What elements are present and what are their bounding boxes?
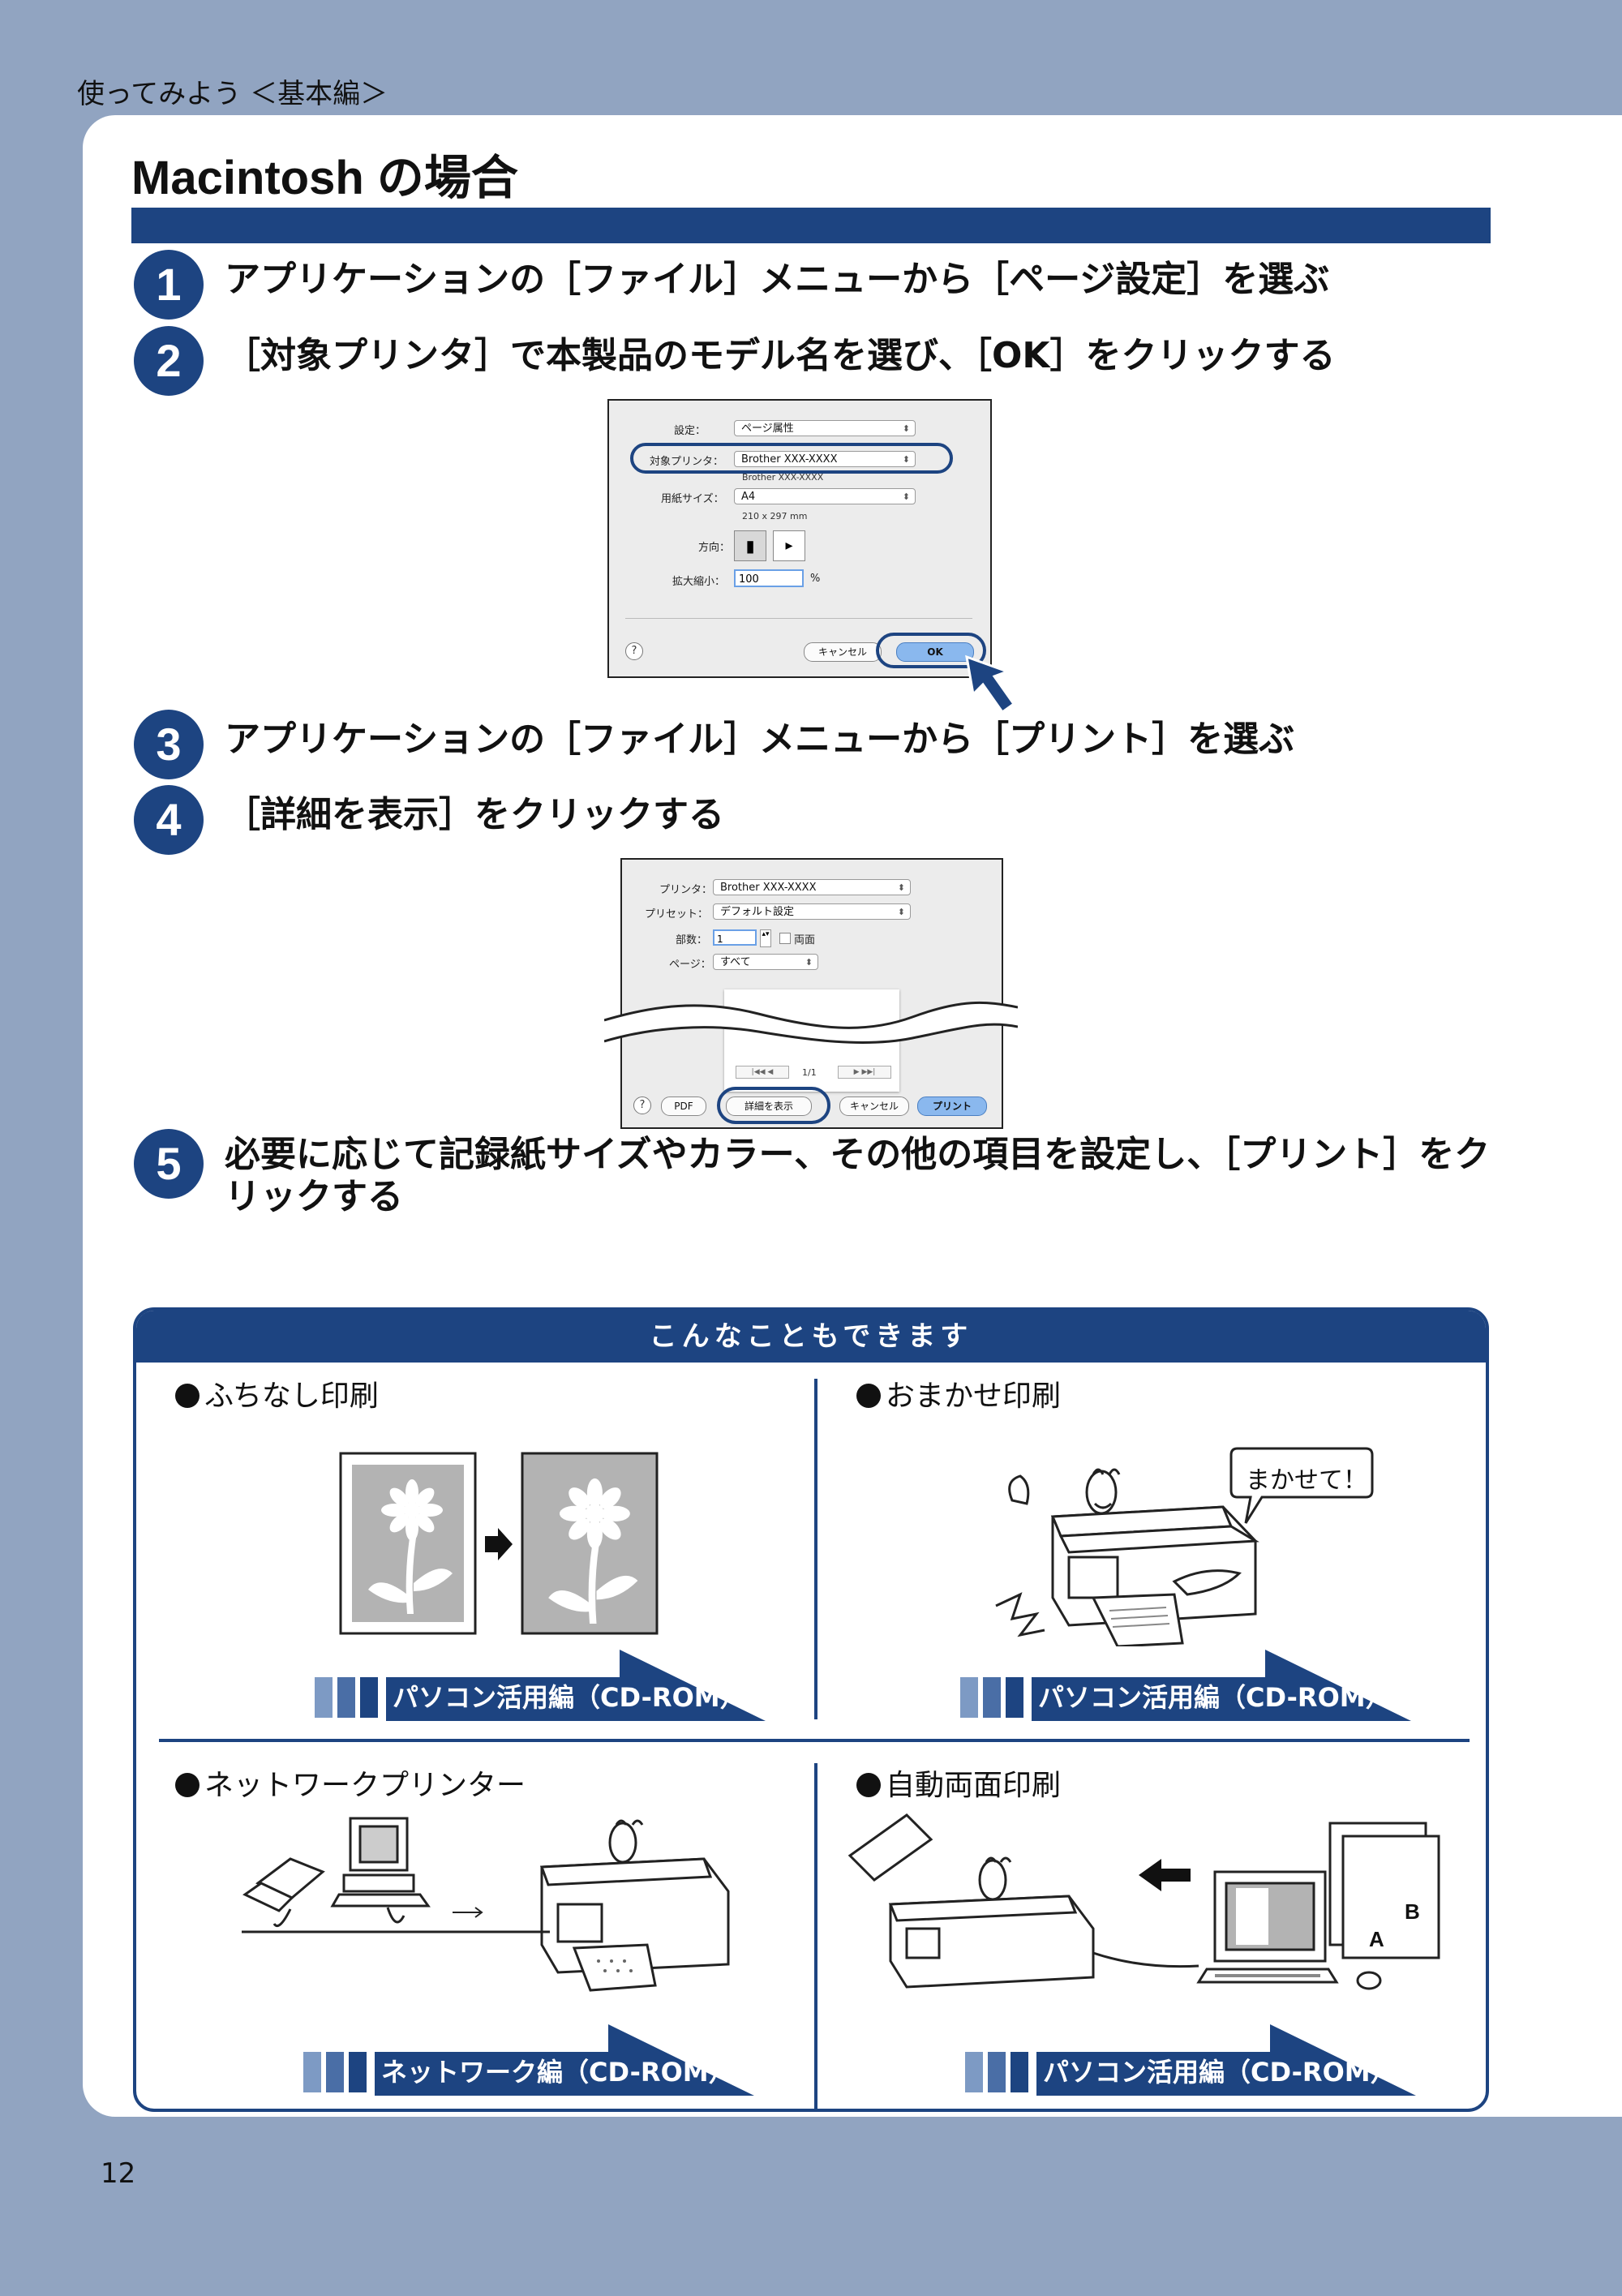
step-number: 4 <box>134 785 204 855</box>
duplex-label: 両面 <box>794 934 816 946</box>
cancel-button[interactable]: キャンセル <box>839 1097 909 1116</box>
feature-omakase-title: おまかせ印刷 <box>856 1372 1061 1414</box>
borderless-flower-illustration <box>339 1452 659 1635</box>
page-number: 12 <box>101 2157 136 2190</box>
step-text: 必要に応じて記録紙サイズやカラー、その他の項目を設定し、［プリント］をクリックす… <box>225 1134 1491 1217</box>
show-details-highlight-ring <box>717 1087 830 1124</box>
printer-character-illustration <box>995 1468 1259 1646</box>
step-text: ［対象プリンタ］で本製品のモデル名を選び、［OK］をクリックする <box>225 335 1336 376</box>
cancel-button[interactable]: キャンセル <box>804 642 882 662</box>
feature-divider-vertical-top <box>814 1379 817 1719</box>
title-underline-bar <box>131 208 1491 243</box>
ref-text: パソコン活用編（CD-ROM） <box>1043 2057 1397 2088</box>
paper-size-sub: 210 x 297 mm <box>742 511 808 521</box>
page-header: 使ってみよう ＜基本編＞ <box>77 78 388 110</box>
scale-label: 拡大縮小： <box>672 576 726 588</box>
portrait-icon[interactable]: ▮ <box>734 530 766 561</box>
presets-select[interactable]: デフォルト設定 <box>713 903 911 920</box>
page-count: 1/1 <box>802 1067 817 1078</box>
scale-unit: % <box>810 573 821 585</box>
step-number: 3 <box>134 710 204 779</box>
ref-text: パソコン活用編（CD-ROM） <box>393 1682 746 1713</box>
printer-label: プリンタ： <box>659 884 713 896</box>
ref-banner-borderless: パソコン活用編（CD-ROM） <box>315 1650 766 1721</box>
duplex-printing-illustration <box>847 1813 1440 1990</box>
format-for-label: 対象プリンタ： <box>650 456 724 468</box>
network-printer-illustration <box>242 1817 730 1992</box>
help-button[interactable]: ? <box>625 642 643 660</box>
ok-highlight-ring <box>876 633 986 668</box>
speech-bubble-text: まかせて！ <box>1246 1466 1367 1495</box>
feature-network-title: ネットワークプリンター <box>175 1762 526 1804</box>
copies-label: 部数： <box>676 934 708 946</box>
speech-bubble <box>1229 1447 1374 1524</box>
paper-size-label: 用紙サイズ： <box>661 493 724 505</box>
cursor-arrow-icon <box>965 654 1016 715</box>
torn-edge-wave <box>604 1001 1018 1044</box>
feature-borderless-title: ふちなし印刷 <box>175 1372 379 1414</box>
preview-nav-left[interactable]: |◀◀ ◀ <box>736 1066 789 1079</box>
orientation-label: 方向： <box>698 542 731 554</box>
preview-nav-right[interactable]: ▶ ▶▶| <box>838 1066 891 1079</box>
help-button[interactable]: ? <box>633 1097 651 1114</box>
scale-input[interactable]: 100 <box>734 569 804 587</box>
print-dialog: プリンタ： Brother XXX-XXXX プリセット： デフォルト設定 部数… <box>620 858 1003 1129</box>
ref-banner-omakase: パソコン活用編（CD-ROM） <box>960 1650 1411 1721</box>
ref-text: パソコン活用編（CD-ROM） <box>1038 1682 1392 1713</box>
step-number: 1 <box>134 250 204 320</box>
duplex-sheet-letter-a: A <box>1369 1927 1384 1951</box>
feature-box-heading: こんなこともできます <box>136 1311 1486 1363</box>
ref-banner-network: ネットワーク編（CD-ROM） <box>303 2024 754 2096</box>
page-title: Macintosh の場合 <box>131 152 518 204</box>
feature-box: こんなこともできます ふちなし印刷 <box>133 1307 1489 2112</box>
duplex-checkbox[interactable] <box>779 933 791 944</box>
pdf-button[interactable]: PDF <box>661 1097 706 1116</box>
step-text: ［詳細を表示］をクリックする <box>225 794 724 835</box>
feature-divider-horizontal <box>159 1739 1470 1742</box>
settings-label: 設定： <box>674 425 706 437</box>
step-text: アプリケーションの［ファイル］メニューから［プリント］を選ぶ <box>225 719 1295 760</box>
step-number: 5 <box>134 1129 204 1199</box>
format-for-select[interactable]: Brother XXX-XXXX <box>734 451 916 467</box>
feature-divider-vertical-bottom <box>814 1763 817 2109</box>
presets-label: プリセット： <box>645 908 709 921</box>
step-text: アプリケーションの［ファイル］メニューから［ページ設定］を選ぶ <box>225 259 1330 300</box>
ref-text: ネットワーク編（CD-ROM） <box>381 2057 735 2088</box>
feature-duplex-title: 自動両面印刷 <box>856 1762 1061 1804</box>
pages-select[interactable]: すべて <box>713 954 818 970</box>
copies-stepper[interactable]: ▴▾ <box>760 929 771 947</box>
format-for-sub: Brother XXX-XXXX <box>742 472 824 483</box>
ref-banner-duplex: パソコン活用編（CD-ROM） <box>965 2024 1416 2096</box>
step-number: 2 <box>134 326 204 396</box>
landscape-icon[interactable]: ▸ <box>773 530 805 561</box>
dialog-divider <box>625 618 972 619</box>
format-for-highlight-ring <box>630 443 953 474</box>
paper-size-select[interactable]: A4 <box>734 488 916 504</box>
pages-label: ページ： <box>669 959 711 971</box>
duplex-sheet-letter-b: B <box>1405 1899 1420 1924</box>
settings-select[interactable]: ページ属性 <box>734 420 916 436</box>
print-button[interactable]: プリント <box>917 1097 987 1116</box>
copies-input[interactable]: 1 <box>713 929 757 946</box>
printer-select[interactable]: Brother XXX-XXXX <box>713 879 911 895</box>
